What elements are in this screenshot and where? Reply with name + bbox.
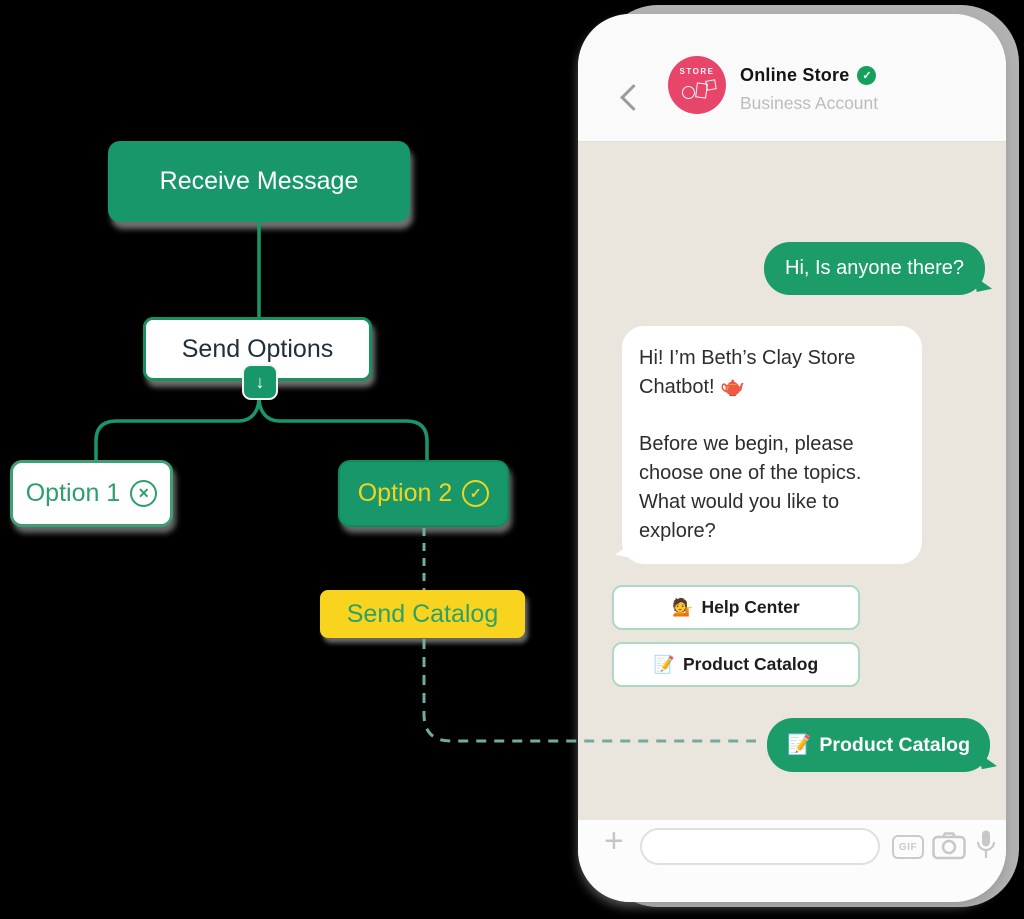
help-center-label: Help Center [701, 597, 800, 617]
help-center-button[interactable]: 💁 Help Center [612, 585, 860, 630]
microphone-icon[interactable] [976, 829, 996, 866]
flow-node-label: Option 2 [357, 479, 453, 507]
circled-check-icon: ✓ [462, 480, 490, 507]
flow-node-label: Receive Message [159, 167, 359, 195]
circled-x-icon: ✕ [130, 480, 158, 507]
flow-node-option-1[interactable]: Option 1 ✕ [10, 460, 173, 527]
memo-emoji-icon: 📝 [653, 654, 675, 674]
user-message-bubble: Hi, Is anyone there? [764, 242, 985, 295]
flow-node-label: Option 1 [25, 479, 121, 507]
profile-name-row[interactable]: Online Store ✓ [740, 65, 877, 86]
avatar-decoration-icon [682, 86, 695, 99]
product-catalog-label: Product Catalog [683, 654, 819, 674]
flow-node-send-catalog[interactable]: Send Catalog [320, 590, 525, 638]
business-account-label: Business Account [740, 93, 879, 113]
avatar-store-label: STORE [679, 67, 715, 76]
message-input-bar: + GIF [578, 820, 1006, 902]
phone-mockup: STORE Online Store ✓ Business Account Hi… [578, 14, 1006, 902]
flow-node-receive-message[interactable]: Receive Message [108, 141, 410, 222]
user-reply-bubble: 📝 Product Catalog [767, 718, 990, 773]
verified-badge-icon: ✓ [857, 66, 877, 85]
profile-name: Online Store [740, 65, 850, 85]
avatar-decoration-icon [705, 79, 717, 91]
plus-icon[interactable]: + [604, 822, 624, 860]
gif-icon[interactable]: GIF [892, 835, 924, 859]
arrow-down-icon: ↓ [242, 364, 278, 400]
camera-icon[interactable] [932, 832, 966, 865]
flow-node-option-2[interactable]: Option 2 ✓ [338, 460, 509, 527]
back-chevron-icon[interactable] [620, 84, 647, 111]
bot-message-bubble: Hi! I’m Beth’s Clay Store Chatbot! 🫖 Bef… [622, 326, 922, 564]
memo-emoji-icon: 📝 [787, 734, 812, 756]
bot-message-paragraph: Before we begin, please choose one of th… [639, 433, 862, 542]
bot-message-paragraph: Hi! I’m Beth’s Clay Store Chatbot! 🫖 [639, 347, 856, 398]
product-catalog-button[interactable]: 📝 Product Catalog [612, 642, 860, 687]
flow-node-label: Send Options [181, 334, 334, 363]
chat-header: STORE Online Store ✓ Business Account [578, 14, 1006, 142]
help-center-emoji-icon: 💁 [672, 597, 694, 617]
user-reply-label: Product Catalog [819, 734, 970, 756]
avatar[interactable]: STORE [668, 56, 726, 114]
chat-area: Hi, Is anyone there? Hi! I’m Beth’s Clay… [578, 142, 1006, 820]
message-input[interactable] [640, 828, 880, 865]
flow-node-label: Send Catalog [346, 599, 499, 628]
